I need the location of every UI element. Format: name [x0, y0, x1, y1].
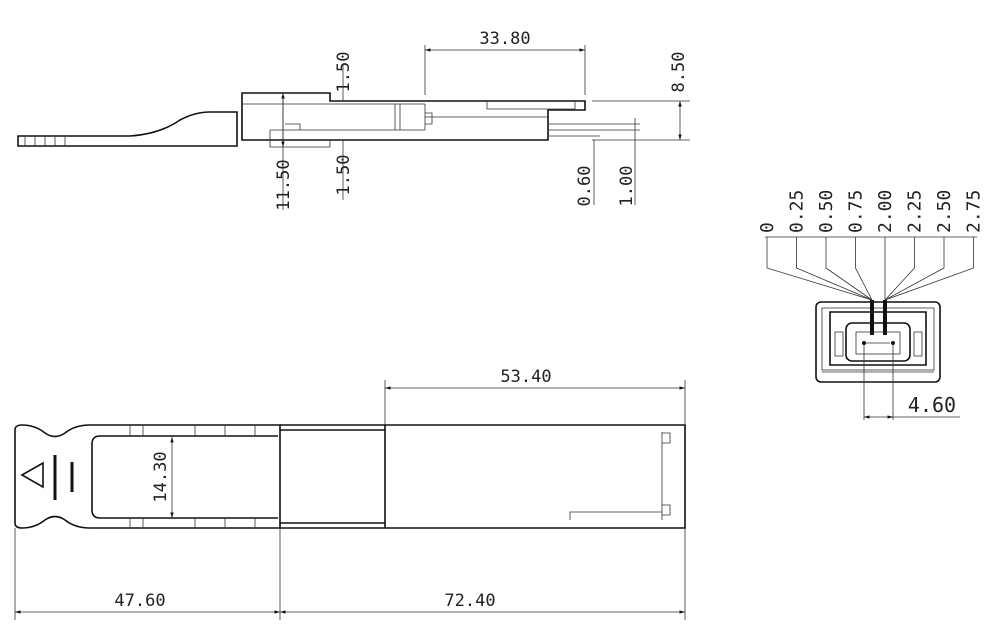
pin-leader-line	[884, 237, 974, 301]
dim-4-60: 4.60	[908, 393, 956, 417]
dim-1-50-bottom: 1.50	[334, 155, 354, 196]
top-view: 53.40 47.60 72.40 14.30	[14, 367, 686, 620]
pin-leader-line	[766, 237, 873, 301]
dim-11-50: 11.50	[274, 159, 294, 210]
dim-53-40: 53.40	[500, 367, 551, 387]
pin-position-label: 0.50	[816, 190, 837, 233]
dim-33-80: 33.80	[479, 29, 530, 49]
pin-position-label: 0.25	[787, 190, 808, 233]
triangle-marking	[20, 461, 44, 489]
pin-position-label: 0.75	[846, 190, 867, 233]
pin-position-label: 0	[757, 222, 778, 233]
dim-72-40: 72.40	[444, 591, 495, 611]
pin-position-label: 2.00	[875, 190, 896, 233]
dim-1-00: 1.00	[617, 166, 637, 207]
dim-0-60: 0.60	[575, 166, 595, 207]
dim-8-50: 8.50	[669, 52, 689, 93]
dim-47-60: 47.60	[114, 591, 165, 611]
pin-leader-line	[884, 237, 945, 301]
dim-1-50-top: 1.50	[334, 52, 354, 93]
pin-leader-line	[825, 237, 873, 301]
side-view: 33.80 8.50 1.50 1.50 11.50 0.60 1.00	[17, 29, 690, 211]
end-view: 0 0.25 0.50 0.75 2.00 2.25 2.50 2.75 4.60	[757, 190, 985, 420]
pin-leader-line	[884, 237, 915, 301]
pin-position-label: 2.50	[934, 190, 955, 233]
pin-position-label: 2.75	[964, 190, 985, 233]
dim-14-30: 14.30	[151, 451, 171, 502]
pin-position-label: 2.25	[905, 190, 926, 233]
pin-leader-line	[796, 237, 873, 301]
pin-leader-line	[855, 237, 873, 301]
